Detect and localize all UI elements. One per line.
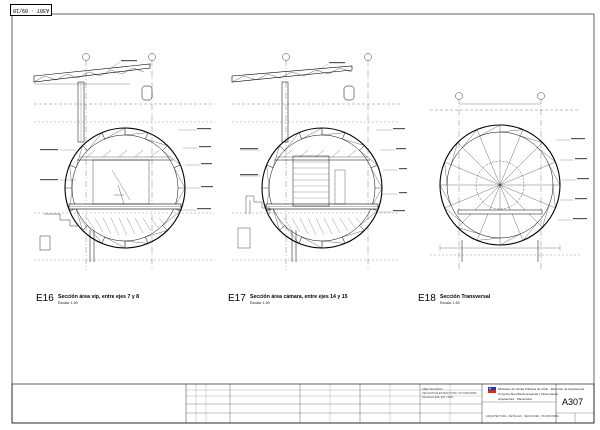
title-block: [11, 383, 595, 424]
detail-e17-scale: Escala: 1:50: [250, 301, 270, 305]
detail-e16-title: Sección área vip, entre ejes 7 y 8: [58, 294, 140, 300]
sheet-code-stamp: A307 · 09/10: [10, 4, 52, 16]
detail-e17-title: Sección área cámara, entre ejes 14 y 15: [250, 294, 348, 300]
tb-office-line-2: Proyecto Alto Mando Espacial y Observato…: [498, 392, 559, 396]
detail-e18-drawing: [430, 92, 589, 270]
sheet-border: [11, 13, 595, 424]
detail-e16-scale: Escala: 1:50: [58, 301, 78, 305]
ministry-logo: [488, 387, 496, 393]
tb-footer-line: ARQUITECTURA · DETALLES · SECCIONES · PL…: [486, 415, 559, 418]
detail-e17-number: E17: [228, 293, 246, 304]
detail-e18-title: Sección Transversal: [440, 294, 491, 300]
tb-project-line-3: Secciones E16, E17 y E18: [422, 396, 453, 399]
detail-e16-number: E16: [36, 293, 54, 304]
tb-project-line-2: SECCION DE ESTRUCTURA Y PLATAFORMA: [422, 392, 477, 395]
detail-e16-drawing: [33, 53, 215, 270]
tb-project-line-1: AREA TECHNICA: [422, 388, 443, 391]
detail-e17-drawing: [231, 53, 407, 270]
detail-e18-number: E18: [418, 293, 436, 304]
tb-office-line-1: Ministerio de Obras Públicas de Chile · …: [498, 387, 585, 391]
detail-e18-scale: Escala: 1:50: [440, 301, 460, 305]
tb-office-line-3: Arquitectura · Planimetria: [498, 397, 532, 401]
sheet-number: A307: [562, 397, 584, 407]
